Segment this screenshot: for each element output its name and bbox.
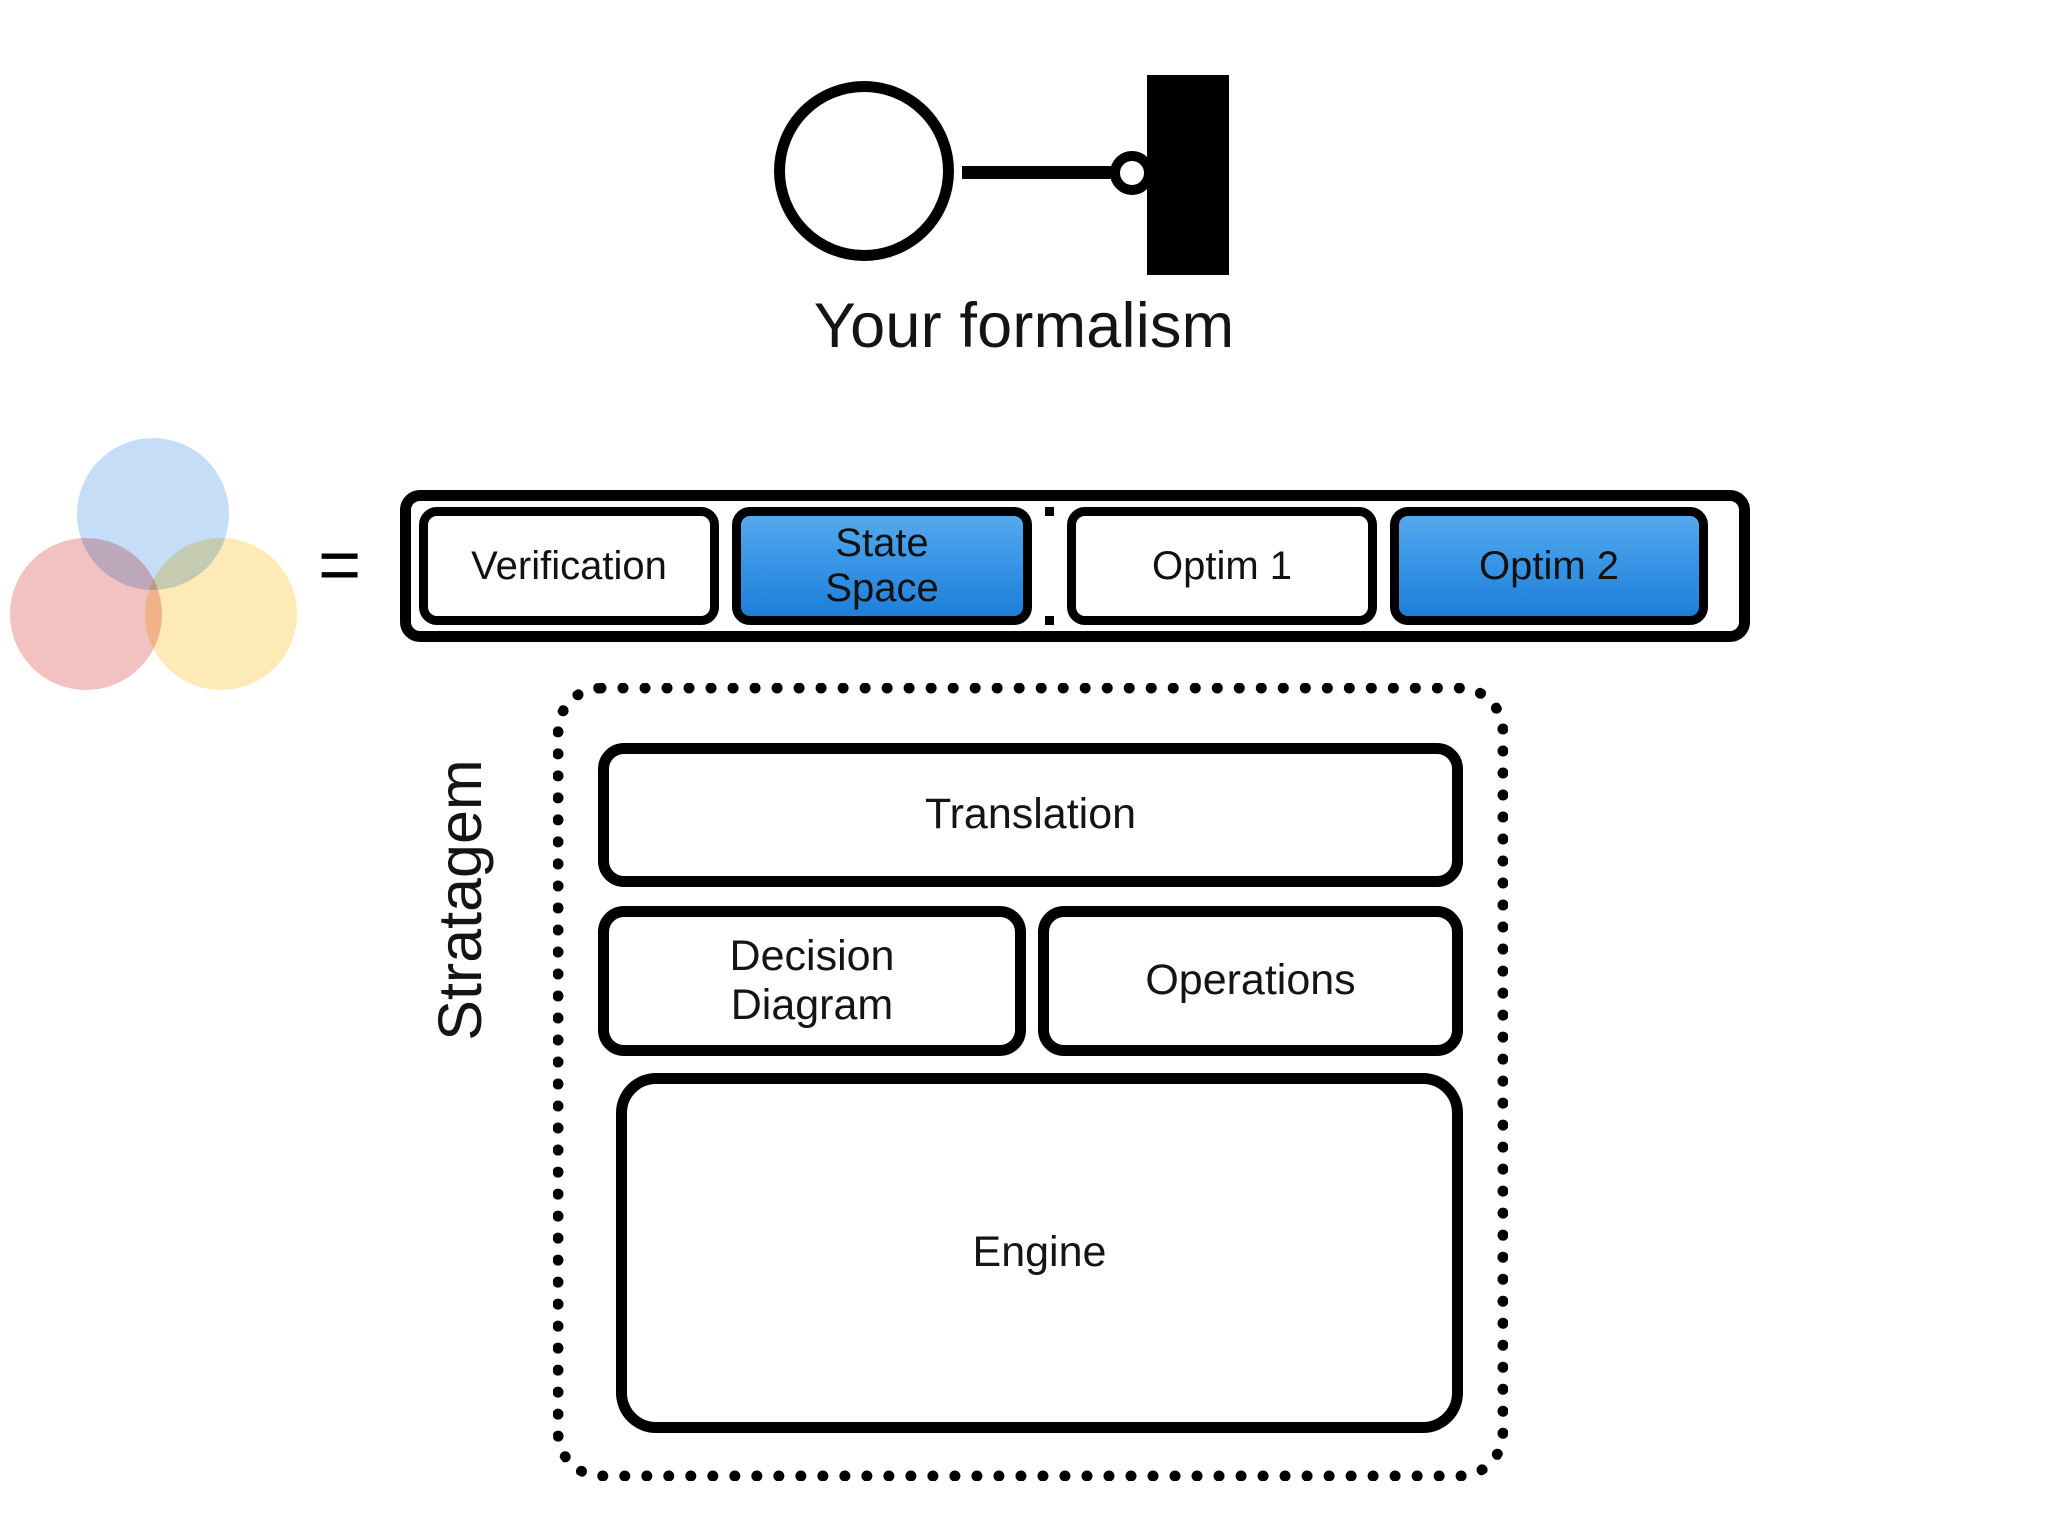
banner-cell-label: Verification <box>471 543 667 588</box>
stratagem-box-label: Translation <box>924 790 1137 839</box>
solid-black-bar-transition-icon <box>1147 75 1229 275</box>
formalism-glyph <box>770 75 1280 290</box>
banner-cell-optim-2[interactable]: Optim 2 <box>1390 507 1708 625</box>
horizontal-arc-line-icon <box>962 166 1122 179</box>
venn-diagram <box>8 438 298 698</box>
banner-cell-verification[interactable]: Verification <box>419 507 719 625</box>
banner-cell-clipped[interactable]: Constraint Satisfaction <box>1045 507 1054 625</box>
stratagem-box-label: Engine <box>972 1228 1107 1277</box>
venn-yellow-circle <box>145 538 297 690</box>
stratagem-box-translation[interactable]: Translation <box>598 743 1463 887</box>
banner-cell-state-space[interactable]: State Space <box>732 507 1032 625</box>
formalism-banner: Verification State Space Constraint Sati… <box>400 490 1750 642</box>
formalism-caption: Your formalism <box>813 291 1235 361</box>
banner-cell-label: Optim 1 <box>1151 543 1293 588</box>
stratagem-box-operations[interactable]: Operations <box>1038 906 1463 1056</box>
stratagem-box-engine[interactable]: Engine <box>616 1073 1463 1433</box>
stratagem-inner-layout: Translation Decision Diagram Operations … <box>598 743 1463 1433</box>
stratagem-vertical-label: Stratagem <box>426 759 494 1041</box>
venn-red-circle <box>10 538 162 690</box>
stratagem-box-decision-diagram[interactable]: Decision Diagram <box>598 906 1026 1056</box>
banner-cell-label: Optim 2 <box>1478 543 1620 588</box>
banner-cell-optim-1[interactable]: Optim 1 <box>1067 507 1377 625</box>
stratagem-box-label: Decision Diagram <box>729 931 895 1029</box>
stratagem-box-label: Operations <box>1145 956 1356 1005</box>
hollow-circle-place-icon <box>774 81 954 261</box>
banner-cell-label: State Space <box>825 521 939 610</box>
equals-operator: = <box>318 523 362 606</box>
